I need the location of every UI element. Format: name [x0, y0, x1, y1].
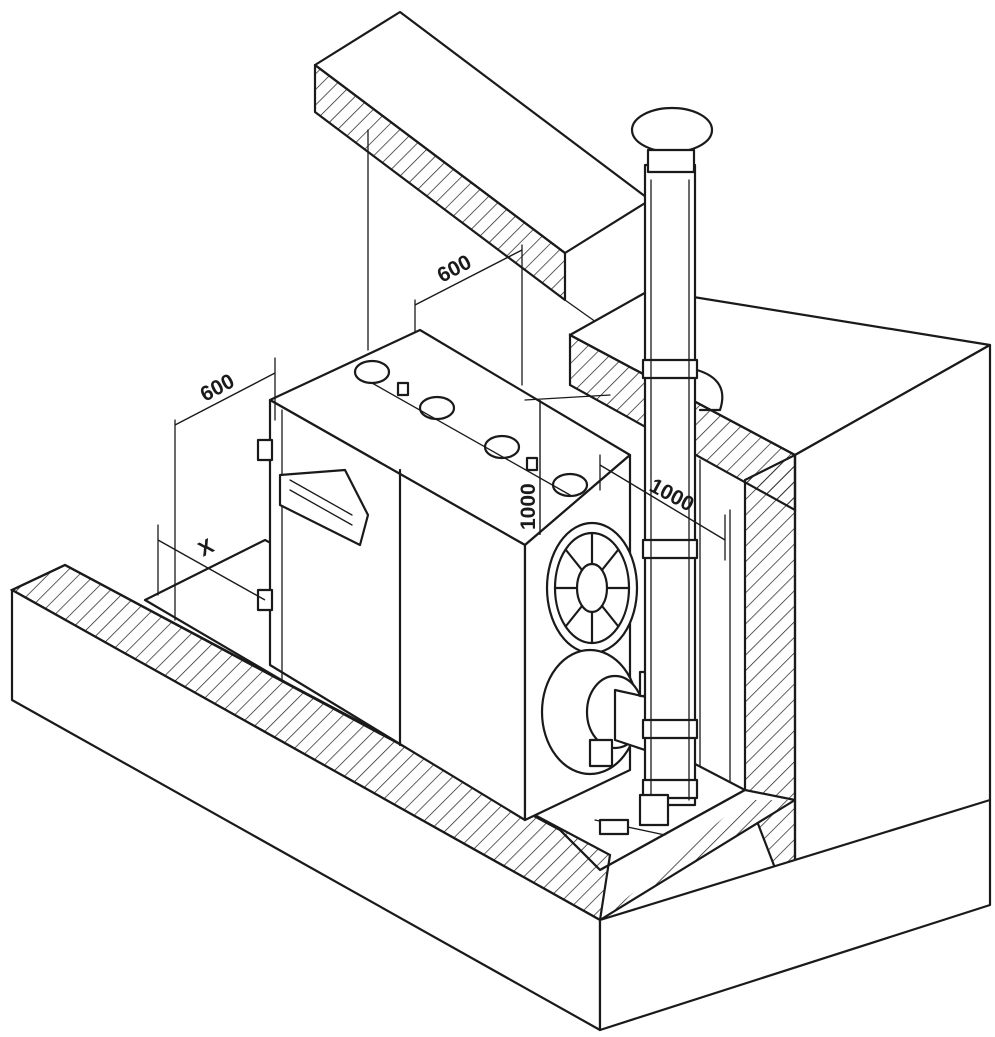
- flange-1: [353, 359, 391, 385]
- dimension-label-side: 600: [197, 370, 239, 407]
- control-panel: [278, 468, 370, 547]
- flange-3: [483, 434, 521, 460]
- back-wall-upper: [313, 10, 652, 351]
- dimension-label-top: 1000: [517, 483, 540, 530]
- dimension-label-rear: 600: [434, 251, 476, 288]
- flange-4: [551, 472, 589, 498]
- dimension-lines: [157, 244, 726, 621]
- fan-wheel: [545, 521, 639, 655]
- burner: [540, 648, 666, 836]
- dimension-label-x: X: [195, 535, 218, 562]
- flange-2: [418, 395, 456, 421]
- chimney-flue: [630, 106, 724, 827]
